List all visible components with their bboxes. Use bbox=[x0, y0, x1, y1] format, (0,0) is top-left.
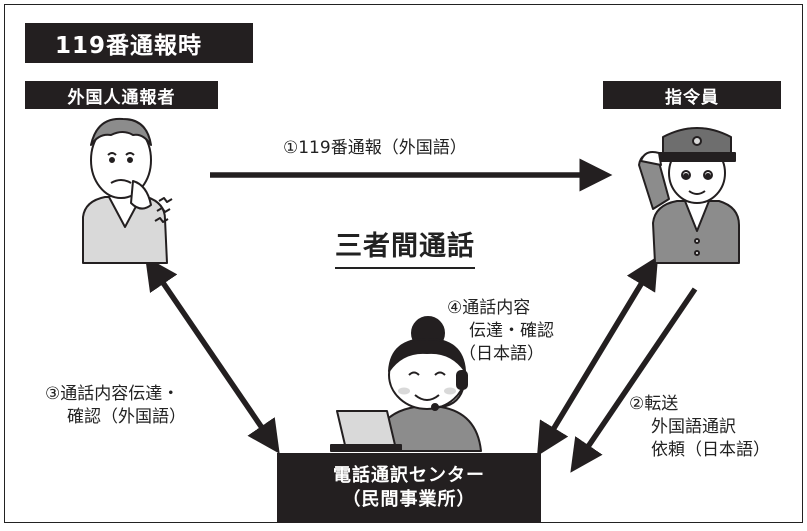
step2-line3: 依頼（日本語） bbox=[651, 439, 770, 460]
operator-headset-icon bbox=[372, 316, 482, 452]
page-title: 119番通報時 bbox=[25, 23, 253, 63]
interpretation-center-box: 電話通訳センター （民間事業所） bbox=[277, 453, 541, 523]
step1-text: ①119番通報（外国語） bbox=[283, 138, 467, 158]
step3-text: ③通話内容伝達・ 確認（外国語） bbox=[45, 383, 186, 429]
worried-man-icon bbox=[82, 117, 173, 264]
step2-text: ②転送 外国語通訳 依頼（日本語） bbox=[629, 393, 770, 462]
dispatcher-label: 指令員 bbox=[603, 81, 781, 109]
step4-line1: ④通話内容 bbox=[447, 298, 531, 318]
laptop-icon bbox=[330, 410, 402, 452]
diagram-frame: 119番通報時 外国人通報者 指令員 電話通訳センター （民間事業所） 三者間通… bbox=[4, 4, 803, 523]
center-label-line1: 電話通訳センター bbox=[333, 464, 485, 486]
arrow-step2 bbox=[570, 287, 698, 473]
dispatcher-saluting-icon bbox=[638, 127, 740, 264]
center-label-line2: （民間事業所） bbox=[342, 489, 476, 510]
caller-label: 外国人通報者 bbox=[25, 81, 218, 109]
arrow-step3 bbox=[145, 256, 280, 454]
step4-line2: 伝達・確認 bbox=[469, 320, 554, 341]
step2-line1: ②転送 bbox=[629, 394, 679, 414]
step2-line2: 外国語通訳 bbox=[651, 416, 736, 437]
three-way-call-title: 三者間通話 bbox=[335, 229, 475, 270]
step4-line3: （日本語） bbox=[459, 343, 544, 364]
diagram-graphics bbox=[82, 117, 740, 473]
step3-line2: 確認（外国語） bbox=[67, 406, 186, 427]
arrow-step4 bbox=[537, 255, 659, 457]
step4-text: ④通話内容 伝達・確認 （日本語） bbox=[447, 297, 554, 366]
step3-line1: ③通話内容伝達・ bbox=[45, 384, 180, 404]
